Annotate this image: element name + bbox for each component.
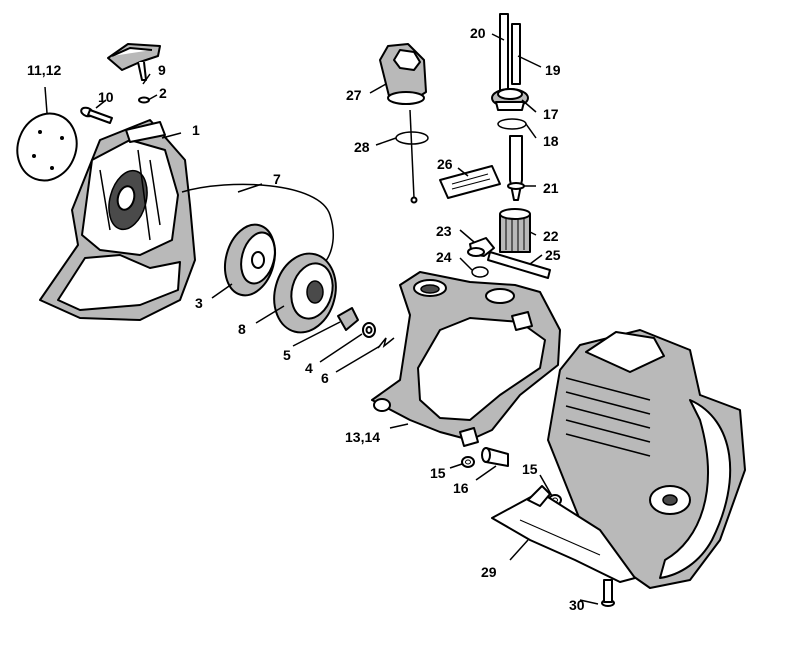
label-part-21: 21 (543, 180, 559, 196)
label-part-30: 30 (569, 597, 585, 613)
label-part-16: 16 (453, 480, 469, 496)
label-part-26: 26 (437, 156, 453, 172)
label-part-18: 18 (543, 133, 559, 149)
part-plate-drawing (16, 112, 78, 182)
label-part-6: 6 (321, 370, 329, 386)
label-part-3: 3 (195, 295, 203, 311)
part-screw-drawing (80, 106, 113, 124)
part-retaining-cord-drawing (395, 109, 429, 204)
part-bushing-drawing (481, 447, 509, 467)
label-part-2: 2 (159, 85, 167, 101)
part-small-o-ring-drawing (471, 266, 489, 278)
part-fuel-filter-drawing (499, 208, 531, 253)
part-guard-plate-drawing (491, 485, 636, 583)
label-part-9: 9 (158, 62, 166, 78)
label-part-20: 20 (470, 25, 486, 41)
label-part-1: 1 (192, 122, 200, 138)
part-rope-drawing (181, 183, 334, 269)
label-part-25: 25 (545, 247, 561, 263)
label-part-10: 10 (98, 89, 114, 105)
leader-lines (44, 33, 599, 605)
part-vent-tube-long-drawing (511, 23, 521, 85)
label-part-13-14: 13,14 (345, 429, 381, 445)
part-rope-rotor-drawing (273, 252, 337, 334)
part-ring-drawing (138, 96, 150, 104)
label-part-28: 28 (354, 139, 370, 155)
label-part-17: 17 (543, 106, 559, 122)
part-pawl-drawing (337, 307, 359, 331)
label-part-22: 22 (543, 228, 559, 244)
part-tank-vent-drawing (491, 88, 529, 111)
label-part-23: 23 (436, 223, 452, 239)
part-tank-cap-drawing (379, 43, 427, 105)
part-spring-housing-drawing (224, 223, 276, 297)
part-fitting-drawing (467, 237, 495, 257)
part-bolt-drawing (601, 579, 615, 607)
label-part-15-left: 15 (430, 465, 446, 481)
part-vent-tube-drawing (499, 13, 509, 93)
part-spring-clip-drawing (377, 337, 395, 349)
label-part-19: 19 (545, 62, 561, 78)
part-o-ring-drawing (497, 118, 527, 130)
label-part-11-12: 11,12 (27, 62, 62, 78)
engine-block-drawing (547, 329, 746, 589)
label-part-7: 7 (273, 171, 281, 187)
part-fuel-tank-drawing (371, 271, 561, 447)
part-label-plate-drawing (439, 165, 501, 199)
part-grommet-left-drawing (461, 456, 475, 468)
label-part-4: 4 (305, 360, 313, 376)
label-part-24: 24 (436, 249, 452, 265)
part-fuel-hose-drawing (507, 135, 525, 201)
label-part-8: 8 (238, 321, 246, 337)
part-washer-drawing (362, 322, 376, 338)
part-handle-drawing (107, 43, 161, 81)
label-part-29: 29 (481, 564, 497, 580)
part-fan-housing-drawing (39, 119, 196, 321)
label-part-15-right: 15 (522, 461, 538, 477)
label-part-27: 27 (346, 87, 362, 103)
label-part-5: 5 (283, 347, 291, 363)
